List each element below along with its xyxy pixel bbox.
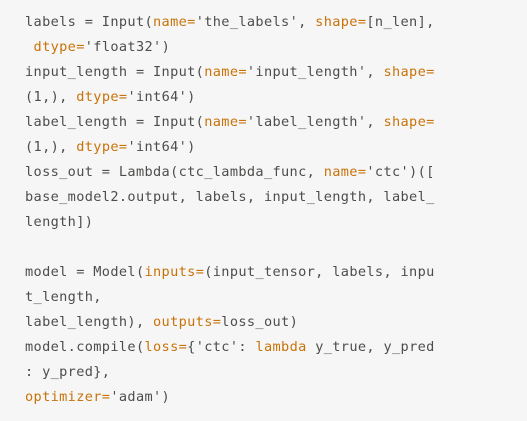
code-token: 'int64') — [127, 89, 196, 105]
code-keyword: name= — [153, 14, 196, 30]
code-line: loss_out = Lambda(ctc_lambda_func, name=… — [25, 160, 513, 185]
code-keyword: dtype= — [76, 89, 128, 105]
code-line: label_length = Input(name='label_length'… — [25, 110, 513, 135]
code-line: labels = Input(name='the_labels', shape=… — [25, 10, 513, 35]
code-line: optimizer='adam') — [25, 385, 513, 410]
code-token: label_length = Input( — [25, 114, 205, 130]
code-keyword: name= — [323, 164, 367, 180]
code-line: model = Model(inputs=(input_tensor, labe… — [25, 260, 513, 285]
code-token: model.compile( — [25, 339, 145, 355]
code-keyword: loss= — [144, 339, 188, 355]
code-token: 'label_length', — [246, 114, 384, 130]
code-token: labels = Input( — [25, 14, 154, 30]
code-token: t_length, — [25, 289, 102, 305]
code-token: model = Model( — [25, 264, 145, 280]
code-keyword: outputs= — [153, 314, 222, 330]
code-line: label_length), outputs=loss_out) — [25, 310, 513, 335]
code-keyword: name= — [204, 114, 247, 130]
code-token: {'ctc': — [187, 339, 256, 355]
code-keyword: shape= — [383, 114, 435, 130]
code-line: model.compile(loss={'ctc': lambda y_true… — [25, 335, 513, 360]
code-keyword: lambda — [255, 339, 307, 355]
code-token: length]) — [25, 214, 94, 230]
code-token: (1,), — [25, 139, 77, 155]
code-keyword: shape= — [383, 64, 435, 80]
code-token: 'int64') — [127, 139, 196, 155]
code-line: dtype='float32') — [25, 35, 513, 60]
code-token: 'adam') — [110, 389, 171, 405]
code-content: labels = Input(name='the_labels', shape=… — [25, 10, 513, 410]
code-token: loss_out) — [221, 314, 299, 330]
code-line: : y_pred}, — [25, 360, 513, 385]
code-token — [25, 39, 34, 55]
code-token: (1,), — [25, 89, 77, 105]
code-line — [25, 235, 513, 260]
code-line: (1,), dtype='int64') — [25, 85, 513, 110]
code-token: 'the_labels', — [195, 14, 316, 30]
code-keyword: name= — [204, 64, 247, 80]
code-keyword: optimizer= — [25, 389, 111, 405]
code-keyword: dtype= — [33, 39, 85, 55]
code-line: input_length = Input(name='input_length'… — [25, 60, 513, 85]
code-line: length]) — [25, 210, 513, 235]
code-token: label_length), — [25, 314, 154, 330]
code-keyword: dtype= — [76, 139, 128, 155]
code-token: base_model2.output, labels, input_length… — [25, 189, 435, 205]
code-keyword: shape= — [315, 14, 367, 30]
code-line: t_length, — [25, 285, 513, 310]
code-token: : y_pred}, — [25, 364, 111, 380]
code-token: 'float32') — [84, 39, 171, 55]
code-token: 'input_length', — [246, 64, 384, 80]
code-token: input_length = Input( — [25, 64, 205, 80]
code-token: 'ctc')([ — [366, 164, 435, 180]
code-token: [n_len], — [366, 14, 435, 30]
code-token: (input_tensor, labels, inpu — [204, 264, 435, 280]
code-line: (1,), dtype='int64') — [25, 135, 513, 160]
code-token: y_true, y_pred — [306, 339, 435, 355]
code-line: base_model2.output, labels, input_length… — [25, 185, 513, 210]
code-keyword: inputs= — [144, 264, 205, 280]
code-token: loss_out = Lambda(ctc_lambda_func, — [25, 164, 324, 180]
